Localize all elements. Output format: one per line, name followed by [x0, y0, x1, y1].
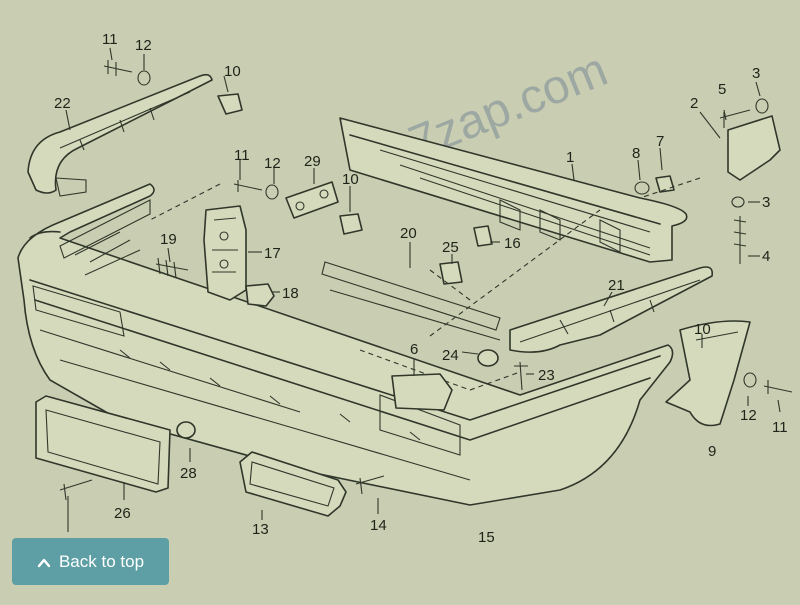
callout-9: 9 [708, 443, 716, 460]
clip-18 [245, 283, 275, 307]
callout-13: 13 [252, 521, 269, 538]
bracket-29 [285, 181, 339, 219]
fog-lamp-13 [239, 451, 347, 517]
mud-flap-9 [665, 320, 751, 427]
bumper-reinforcement [339, 117, 688, 263]
callout-10: 10 [342, 171, 359, 188]
callout-22: 22 [54, 95, 71, 112]
callout-numbers: 11 12 10 22 11 12 29 10 1 20 19 17 18 25… [54, 31, 788, 552]
callout-25: 25 [442, 239, 459, 256]
callout-15: 15 [478, 529, 495, 546]
back-to-top-button[interactable]: Back to top [12, 538, 169, 585]
callout-5: 5 [718, 81, 726, 98]
callout-18: 18 [282, 285, 299, 302]
plate-lamp-6 [391, 373, 453, 411]
trim-22 [27, 73, 213, 197]
callout-4: 4 [762, 248, 770, 265]
callout-19: 19 [160, 231, 177, 248]
callout-10: 10 [694, 321, 711, 338]
callout-20: 20 [400, 225, 417, 242]
fasteners [59, 60, 793, 501]
callout-11: 11 [234, 147, 250, 164]
callout-10: 10 [224, 63, 241, 80]
back-to-top-label: Back to top [58, 551, 145, 571]
callout-12: 12 [740, 407, 757, 424]
callout-8: 8 [632, 145, 640, 162]
callout-29: 29 [304, 153, 321, 170]
strip-20 [321, 209, 601, 391]
callout-3: 3 [752, 65, 760, 82]
callout-11: 11 [102, 31, 118, 48]
callout-26: 26 [114, 505, 131, 522]
callout-12: 12 [264, 155, 281, 172]
callout-12: 12 [135, 37, 152, 54]
callout-21: 21 [608, 277, 625, 294]
leader-lines [65, 47, 781, 532]
bracket-17 [203, 205, 247, 301]
callout-24: 24 [442, 347, 459, 364]
callout-3: 3 [762, 194, 770, 211]
plate-recess-26 [35, 395, 171, 493]
callout-11: 11 [772, 419, 788, 436]
screw-19 [155, 257, 189, 279]
callout-23: 23 [538, 367, 555, 384]
callout-28: 28 [180, 465, 197, 482]
trim-21 [509, 266, 714, 353]
callout-2: 2 [690, 95, 698, 112]
callout-7: 7 [656, 133, 664, 150]
callout-17: 17 [264, 245, 281, 262]
callout-6: 6 [410, 341, 418, 358]
chevron-up-icon [37, 555, 51, 569]
callout-1: 1 [566, 149, 574, 166]
callout-16: 16 [504, 235, 521, 252]
callout-14: 14 [370, 517, 387, 534]
